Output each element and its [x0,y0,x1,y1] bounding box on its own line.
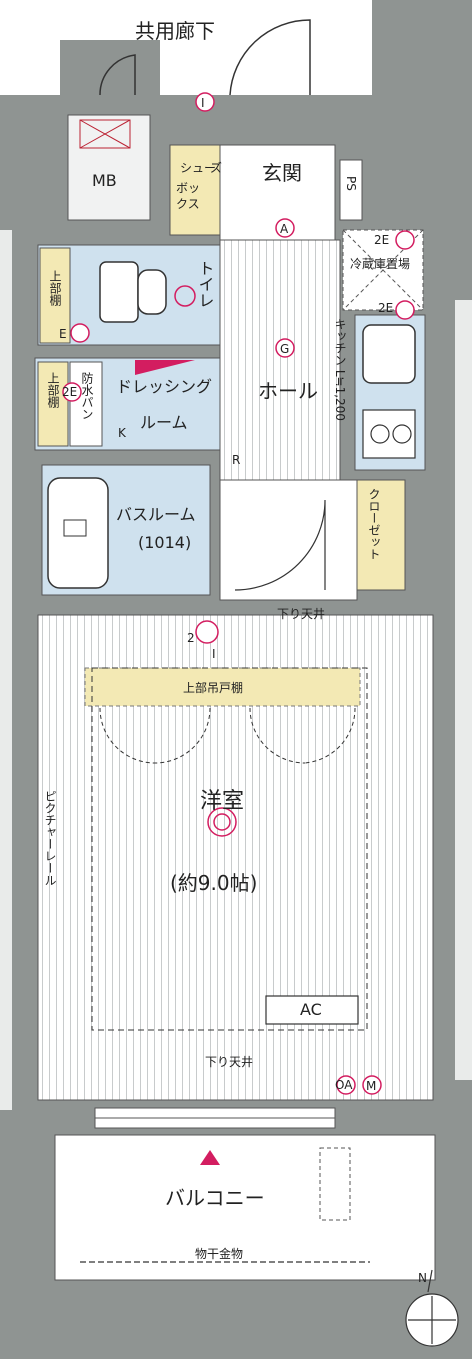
corridor-label: 共用廊下 [135,19,215,43]
upper-shelf-toilet [39,247,71,344]
marker-2e-dress-label: 2E [62,385,77,399]
toilet-bowl [137,269,167,315]
western-label-2: (約9.0帖) [170,871,257,895]
waterproof-pan [69,361,103,447]
mb-hatch-box [79,119,131,149]
hall-floor [219,239,341,481]
shoe-box-label-4: クス [176,197,200,211]
bath-label-1: バスルーム [116,505,196,524]
ceiling-light-outer [207,807,237,837]
marker-a-label: A [280,222,289,236]
vanity-marker [135,360,195,375]
dressing-label-2: ルーム [140,413,188,432]
drying-hardware-label: 物干金物 [195,1246,243,1261]
marker-a [275,218,295,238]
mb-recess [60,40,160,100]
shoe-box-label-2: ズ [210,160,222,175]
bathtub [47,477,109,589]
corridor-right-wall [372,0,472,100]
outdoor-unit [319,1147,351,1221]
inner-hall [219,479,358,601]
closet [356,479,406,591]
kitchen-label: キッチン L≒1,200 [333,318,347,421]
mb-label: MB [92,171,117,190]
marker-2e-fridge [395,230,415,250]
ac-label: AC [300,1000,322,1019]
ac-unit [265,995,359,1025]
cabinet-door-swing-3 [249,707,306,764]
marker-i-top-label: I [201,96,205,110]
room-door-swing [234,499,326,591]
closet-label: クローゼット [367,488,381,560]
upper-cabinet-label: 上部吊戸棚 [183,680,243,695]
bath-label-2: (1014) [138,533,191,552]
marker-2e-fridge-label: 2E [374,233,389,247]
lowered-ceiling-2-label: 下り天井 [205,1055,253,1069]
marker-m-label: M [366,1079,376,1093]
fridge-cross-2 [342,229,424,311]
marker-g-label: G [280,342,289,356]
marker-k-label: K [118,426,127,440]
entrance-door-swing [229,19,311,96]
waterproof-pan-label: 防水パン [80,371,94,420]
picture-rail-label: ピクチャーレール [43,790,57,886]
marker-r-label: R [232,453,240,467]
cabinet-door-swing-4 [304,707,356,764]
toilet-light-icon [174,285,196,307]
marker-2e-kitchen-label: 2E [378,301,393,315]
lowered-ceiling-1-label: 下り天井 [277,607,325,621]
ceiling-light-inner [213,813,231,831]
marker-2e-dress [62,382,82,402]
compass-label: N [418,1271,427,1285]
mb-door-swing [99,54,136,96]
marker-group [62,92,415,1095]
shoe-box [169,144,221,236]
marker-2i-label: 2 [187,631,195,645]
room-dashed-outline [91,667,368,1031]
cabinet-door-swing-1 [99,707,156,764]
shoe-box-label-3: ボッ [176,181,200,195]
balcony [54,1134,436,1281]
balcony-label: バルコニー [165,1186,265,1210]
western-label-1: 洋室 [200,789,244,814]
marker-oa-label: OA [335,1078,353,1092]
cabinet-door-swing-2 [154,707,211,764]
ps-label: PS [344,176,358,191]
toilet-label: トイレ [196,260,215,308]
hall-label: ホール [258,379,318,403]
marker-i-top [195,92,215,112]
kitchen-sink [362,324,416,384]
marker-e1 [70,323,90,343]
marker-2e-kitchen [395,300,415,320]
north-arrow [427,1269,433,1293]
upper-cabinet [84,667,361,707]
marker-g [275,338,295,358]
mb-hatch-2 [79,119,131,149]
dressing-label-1: ドレッシング [116,377,212,396]
toilet-tank [99,261,139,323]
burner-1 [370,424,390,444]
burner-2 [392,424,412,444]
marker-i-room-label: I [212,647,216,661]
entrance-label: 玄関 [262,161,302,185]
balcony-entry-triangle [200,1150,220,1165]
bathtub-drain [63,519,87,537]
upper-shelf-2-label: 上部棚 [46,372,60,409]
marker-2i [195,620,219,644]
shoe-box-label-1: シュー [180,161,216,175]
marker-e1-label: E [59,327,67,341]
marker-m [362,1075,382,1095]
marker-oa [336,1075,356,1095]
left-outside [0,230,12,1110]
mb-room [67,114,151,221]
upper-shelf-1-label: 上部棚 [48,270,62,307]
right-outside [455,300,472,1080]
upper-shelf-dressing [37,361,69,447]
ps-room [339,159,363,221]
fridge-label: 冷蔵庫置場 [350,257,410,271]
